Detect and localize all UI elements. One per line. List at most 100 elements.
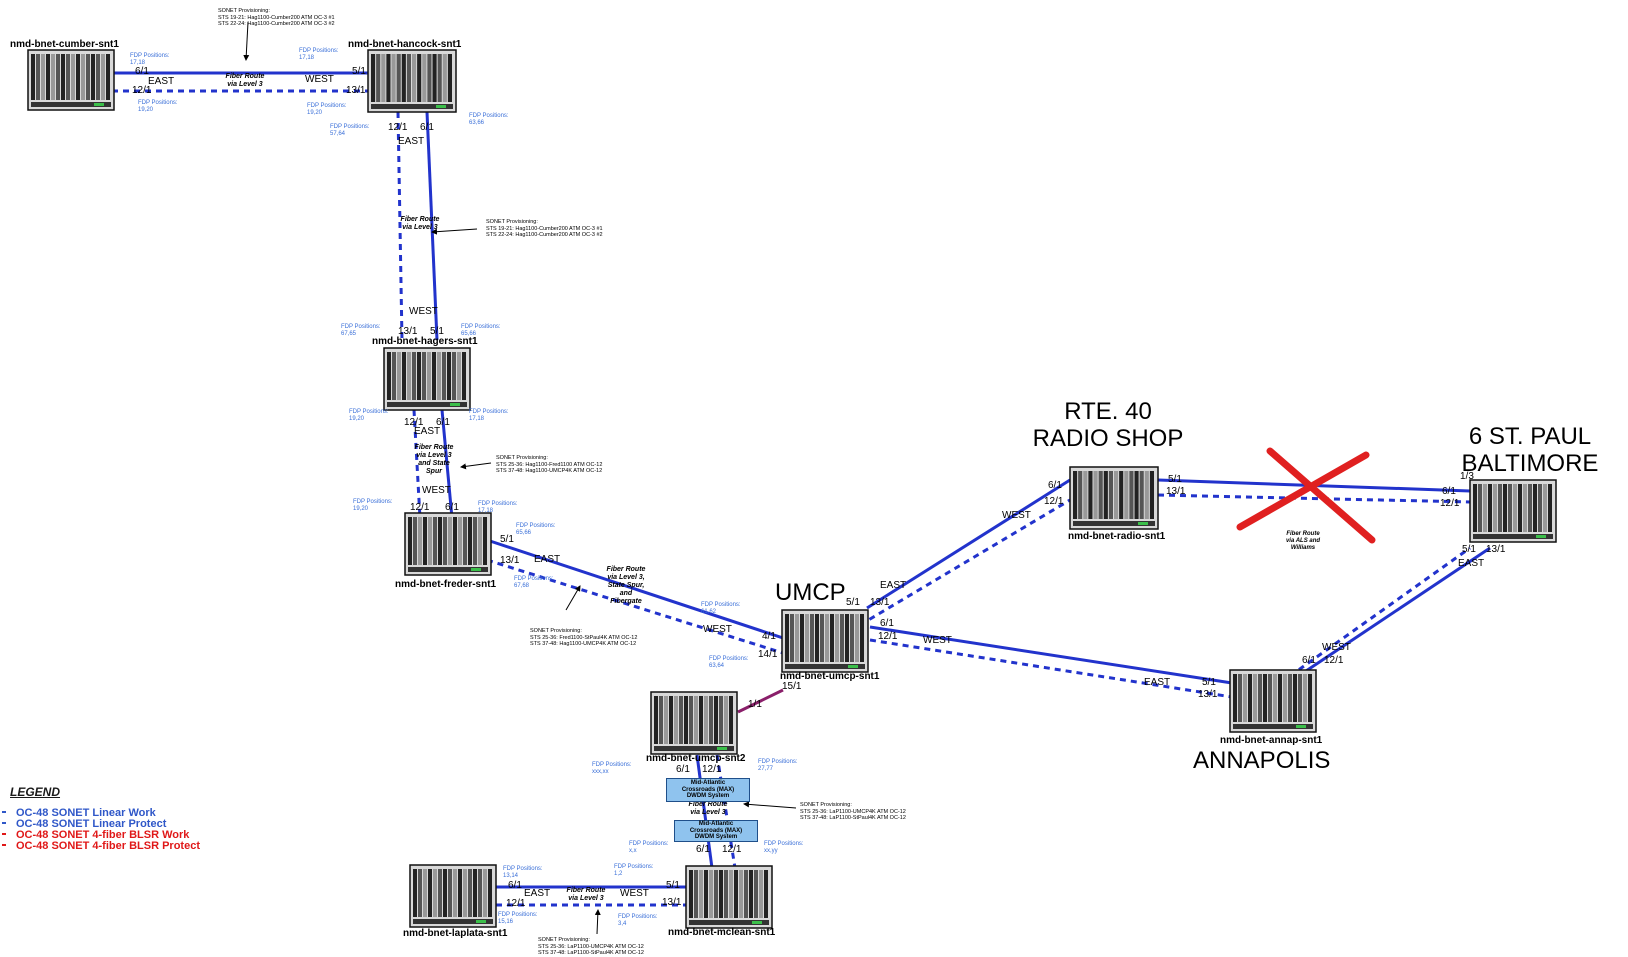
port-label: 5/1 [1168, 474, 1182, 485]
port-label: 5/1 [666, 880, 680, 891]
dwdm-box-upper: Mid-Atlantic Crossroads (MAX) DWDM Syste… [666, 778, 750, 802]
chassis-cumber [27, 49, 115, 111]
port-label: 12/1 [722, 844, 742, 855]
provisioning-note: SONET Provisioning: STS 19-21: Hag1100-C… [486, 219, 603, 239]
node-label-freder: nmd-bnet-freder-snt1 [395, 579, 497, 590]
port-label: 12/1 [878, 631, 898, 642]
fdp-label: FDP Positions: 67,65 [341, 324, 381, 337]
link-freder-umcp-work [486, 538, 784, 640]
route-label: Fiber Route via Level 3 [566, 887, 606, 903]
provisioning-note: SONET Provisioning: STS 25-36: Fred1100-… [530, 628, 638, 648]
direction-label: EAST [534, 554, 561, 565]
direction-label: EAST [1144, 677, 1171, 688]
port-label: 6/1 [1442, 486, 1456, 497]
port-label: 12/1 [132, 85, 152, 96]
link-umcp-annap-protect [869, 638, 1233, 699]
red-cross-icon [1236, 447, 1376, 544]
legend-swatch [2, 843, 6, 846]
direction-label: WEST [703, 624, 732, 635]
direction-label: WEST [422, 485, 451, 496]
node-label-radio: nmd-bnet-radio-snt1 [1068, 531, 1166, 542]
direction-label: EAST [524, 888, 551, 899]
provisioning-note: SONET Provisioning: STS 25-36: LaP1100-U… [538, 937, 644, 957]
link-umcp-annap-work [869, 625, 1233, 685]
fdp-label: FDP Positions: 15,16 [498, 912, 538, 925]
link-hancock-hagers-protect [396, 111, 404, 341]
direction-label: WEST [923, 635, 952, 646]
legend-item: OC-48 SONET Linear Protect [2, 814, 166, 832]
fdp-label: FDP Positions: 17,18 [130, 53, 170, 66]
site-label-annapolis: ANNAPOLIS [1193, 747, 1331, 774]
fdp-label: FDP Positions: 19,20 [307, 103, 347, 116]
port-label: 12/1 [506, 898, 526, 909]
chassis-umcp [781, 609, 869, 673]
node-label-mclean: nmd-bnet-mclean-snt1 [668, 927, 776, 938]
direction-label: WEST [1322, 642, 1351, 653]
link-annap-stpaul-protect [1289, 546, 1471, 678]
site-label-rte40: RTE. 40 RADIO SHOP [1032, 398, 1184, 452]
port-label: 13/1 [1486, 544, 1506, 555]
port-label: 6/1 [135, 66, 149, 77]
node-label-umcp: nmd-bnet-umcp-snt1 [780, 671, 880, 682]
port-label: 12/1 [1440, 498, 1460, 509]
fdp-label: FDP Positions: 27,77 [758, 759, 798, 772]
link-hancock-hagers-work [425, 111, 439, 341]
direction-label: EAST [880, 580, 907, 591]
fdp-label: FDP Positions: 19,20 [353, 499, 393, 512]
tie-umcp-umcp2 [737, 688, 784, 714]
port-label: 13/1 [1166, 486, 1186, 497]
fdp-label: FDP Positions: xxx,xx [592, 762, 632, 775]
fdp-label: FDP Positions: 13,14 [503, 866, 543, 879]
node-label-laplata: nmd-bnet-laplata-snt1 [403, 928, 508, 939]
port-label: 1/3 [1460, 471, 1474, 482]
chassis-annap [1229, 669, 1317, 733]
fdp-label: FDP Positions: 63,64 [709, 656, 749, 669]
node-label-hancock: nmd-bnet-hancock-snt1 [348, 39, 462, 50]
port-label: 5/1 [500, 534, 514, 545]
dwdm-box-lower: Mid-Atlantic Crossroads (MAX) DWDM Syste… [674, 820, 758, 842]
chassis-freder [404, 512, 492, 576]
legend-item: OC-48 SONET Linear Work [2, 803, 156, 821]
link-radio-stpaul-protect [1157, 493, 1471, 504]
port-label: 6/1 [676, 764, 690, 775]
port-label: 6/1 [420, 122, 434, 133]
route-label: Fiber Route via Level 3 [688, 801, 728, 817]
legend-item: OC-48 SONET 4-fiber BLSR Work [2, 825, 189, 843]
fdp-label: FDP Positions: 3,4 [618, 914, 658, 927]
direction-label: EAST [1458, 558, 1485, 569]
route-label: Fiber Route via Level 3 [225, 73, 265, 89]
port-label: 1/1 [748, 699, 762, 710]
link-umcp2-mclean-protect [715, 754, 737, 869]
port-label: 6/1 [445, 502, 459, 513]
port-label: 13/1 [662, 897, 682, 908]
fdp-label: FDP Positions: 61,62 [701, 602, 741, 615]
port-label: 13/1 [1198, 689, 1218, 700]
legend-item-label: OC-48 SONET Linear Work [16, 807, 156, 819]
fdp-label: FDP Positions: 17,18 [469, 409, 509, 422]
port-label: 6/1 [436, 417, 450, 428]
fdp-label: FDP Positions: xx,yy [764, 841, 804, 854]
node-label-hagers: nmd-bnet-hagers-snt1 [372, 336, 478, 347]
legend-item-label: OC-48 SONET Linear Protect [16, 818, 167, 830]
link-umcp2-mclean-work [695, 754, 714, 869]
legend-item: OC-48 SONET 4-fiber BLSR Protect [2, 836, 200, 854]
fdp-label: FDP Positions: 65,66 [461, 324, 501, 337]
legend-title: LEGEND [10, 785, 61, 799]
port-label: 12/1 [404, 417, 424, 428]
fdp-label: FDP Positions: 63,66 [469, 113, 509, 126]
node-label-annap: nmd-bnet-annap-snt1 [1220, 735, 1323, 746]
fdp-label: FDP Positions: 17,18 [299, 48, 339, 61]
site-label-stpaul: 6 ST. PAUL BALTIMORE [1461, 423, 1599, 477]
port-label: 5/1 [846, 597, 860, 608]
link-freder-umcp-protect [486, 558, 784, 655]
chassis-umcp2 [650, 691, 738, 755]
legend-swatch [2, 821, 6, 824]
port-label: 5/1 [1202, 677, 1216, 688]
legend-item-label: OC-48 SONET 4-fiber BLSR Work [16, 829, 190, 841]
direction-label: WEST [305, 74, 334, 85]
fdp-label: FDP Positions: 57,64 [330, 124, 370, 137]
port-label: 13/1 [346, 85, 366, 96]
port-label: 6/1 [696, 844, 710, 855]
port-label: 6/1 [1048, 480, 1062, 491]
